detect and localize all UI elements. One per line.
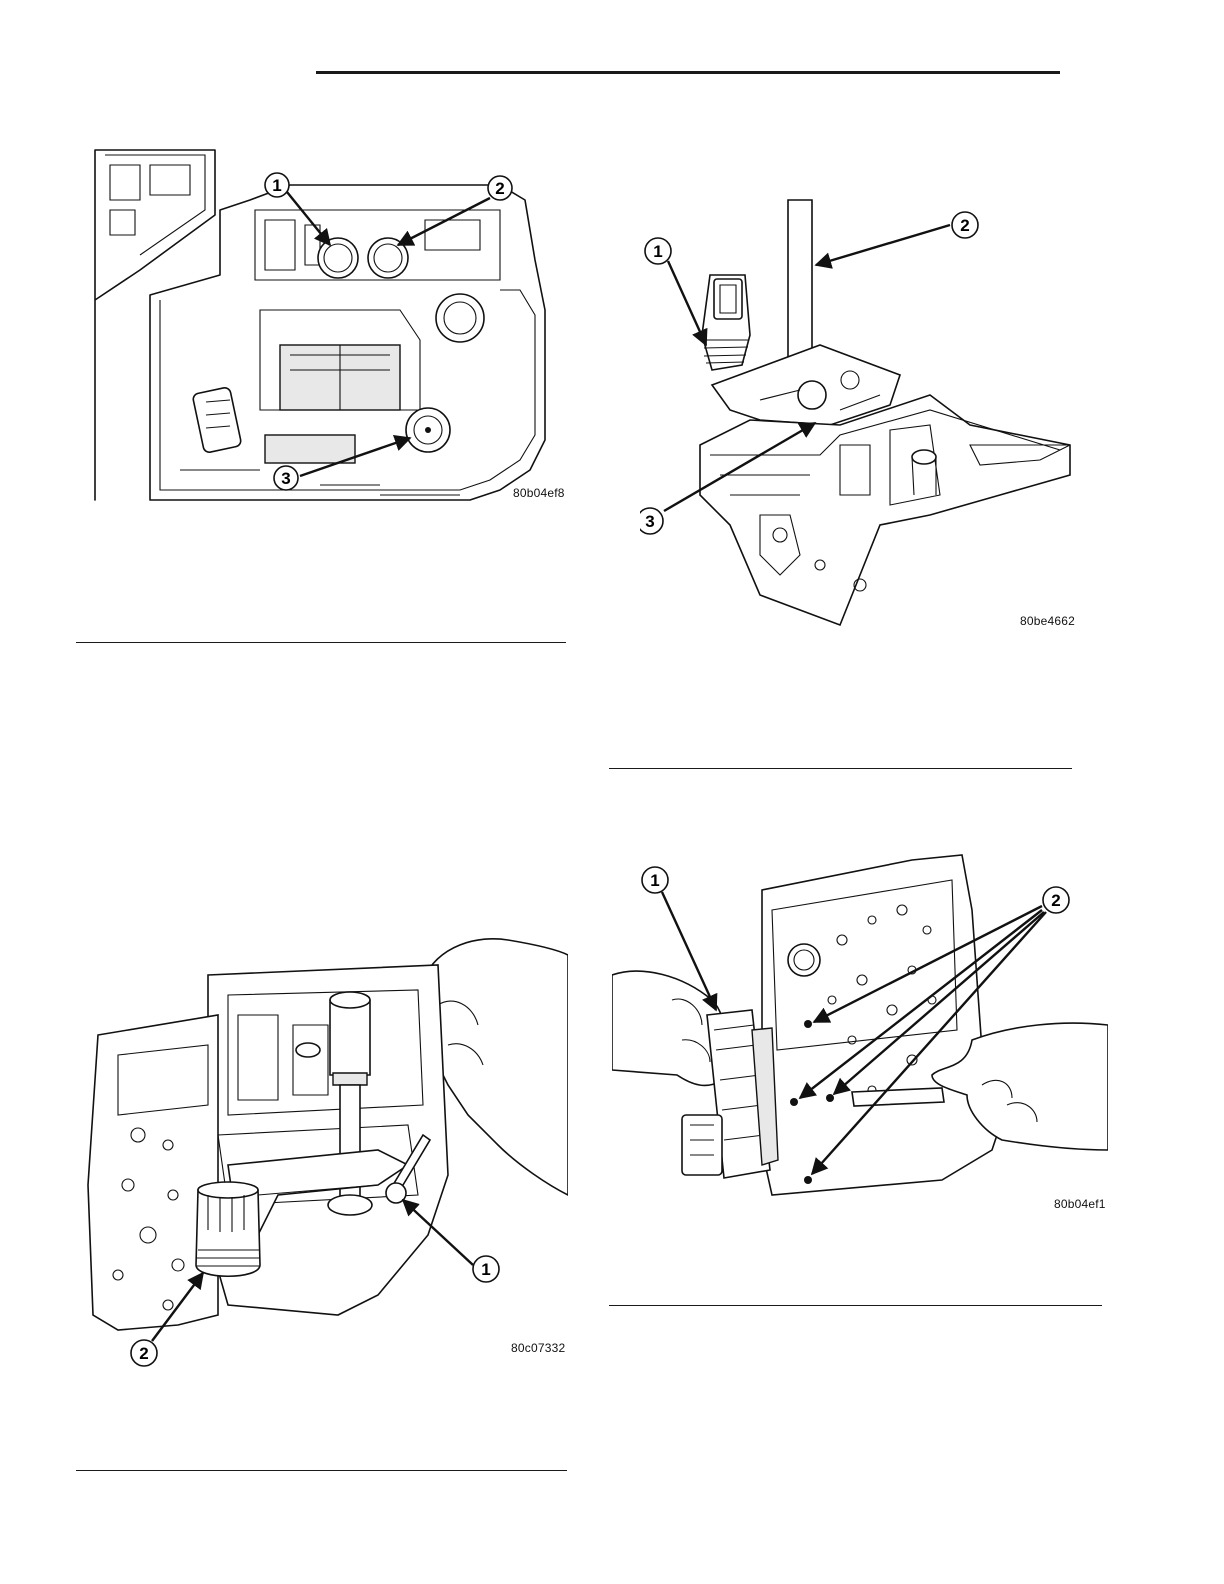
- figure-2-callout-1: 1: [653, 242, 662, 261]
- figure-2-illustration: 1 2 3: [640, 195, 1080, 635]
- figure-2-code: 80be4662: [1020, 614, 1075, 628]
- figure-4-illustration: 1 2: [612, 850, 1108, 1210]
- figure-1-bottom-rule: [76, 642, 566, 643]
- figure-3-solenoid-removal-tool: 1 2: [78, 935, 568, 1380]
- figure-1-valve-body-solenoid-bores: 1 2 3: [80, 140, 560, 510]
- header-rule: [316, 71, 1060, 74]
- figure-1-callout-2: 2: [495, 179, 504, 198]
- figure-4-callout-2: 2: [1051, 891, 1060, 910]
- figure-1-callout-3: 3: [281, 469, 290, 488]
- figure-3-callout-1: 1: [481, 1260, 490, 1279]
- figure-1-code: 80b04ef8: [513, 486, 565, 500]
- figure-4-bottom-rule: [609, 1305, 1102, 1306]
- figure-4-callout-1: 1: [650, 871, 659, 890]
- figure-4-code: 80b04ef1: [1054, 1197, 1106, 1211]
- figure-1-callout-1: 1: [272, 176, 281, 195]
- figure-2-callout-2: 2: [960, 216, 969, 235]
- figure-2-solenoid-installation: 1 2 3: [640, 195, 1080, 635]
- figure-4-solenoid-bolts: 1 2: [612, 850, 1108, 1210]
- figure-2-bottom-rule: [609, 768, 1072, 769]
- figure-3-callout-2: 2: [139, 1344, 148, 1363]
- figure-3-code: 80c07332: [511, 1341, 565, 1355]
- figure-3-illustration: 1 2: [78, 935, 568, 1380]
- figure-2-callout-3: 3: [645, 512, 654, 531]
- figure-3-bottom-rule: [76, 1470, 567, 1471]
- figure-1-illustration: 1 2 3: [80, 140, 560, 510]
